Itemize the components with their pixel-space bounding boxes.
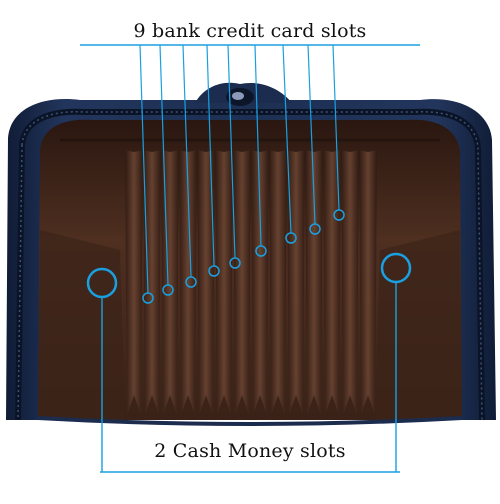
card-slot-marker bbox=[162, 284, 174, 296]
pleat bbox=[197, 150, 215, 415]
pleat bbox=[269, 150, 287, 415]
pleat bbox=[125, 150, 143, 415]
card-slot-pleats bbox=[125, 150, 377, 415]
callout-line bbox=[206, 44, 215, 267]
pleat bbox=[233, 150, 251, 415]
card-slot-marker bbox=[142, 292, 154, 304]
pleat bbox=[305, 150, 323, 415]
card-slot-marker bbox=[333, 209, 345, 221]
pleat bbox=[251, 150, 269, 415]
pleat bbox=[179, 150, 197, 415]
card-slot-marker bbox=[208, 265, 220, 277]
pleat bbox=[143, 150, 161, 415]
card-slot-marker bbox=[285, 232, 297, 244]
card-slot-marker bbox=[185, 276, 197, 288]
callout-line bbox=[227, 44, 236, 259]
pleat bbox=[215, 150, 233, 415]
top-caption: 9 bank credit card slots bbox=[133, 20, 367, 42]
callout-line bbox=[282, 44, 292, 234]
pleat bbox=[161, 150, 179, 415]
card-slot-marker bbox=[309, 223, 321, 235]
pleat bbox=[359, 150, 377, 415]
card-slot-marker bbox=[255, 245, 267, 257]
callout-line bbox=[254, 44, 262, 247]
callout-line bbox=[159, 44, 169, 286]
pleat bbox=[323, 150, 341, 415]
bottom-caption: 2 Cash Money slots bbox=[154, 440, 346, 462]
pleat bbox=[341, 150, 359, 415]
cash-slot-right bbox=[375, 230, 462, 420]
callout-line bbox=[182, 44, 192, 278]
card-slot-marker bbox=[229, 257, 241, 269]
callout-line bbox=[332, 44, 340, 211]
callout-line bbox=[307, 44, 316, 225]
cash-slot-left bbox=[38, 230, 125, 420]
callout-line bbox=[139, 44, 149, 294]
pleat bbox=[287, 150, 305, 415]
callout-lines bbox=[80, 44, 420, 473]
